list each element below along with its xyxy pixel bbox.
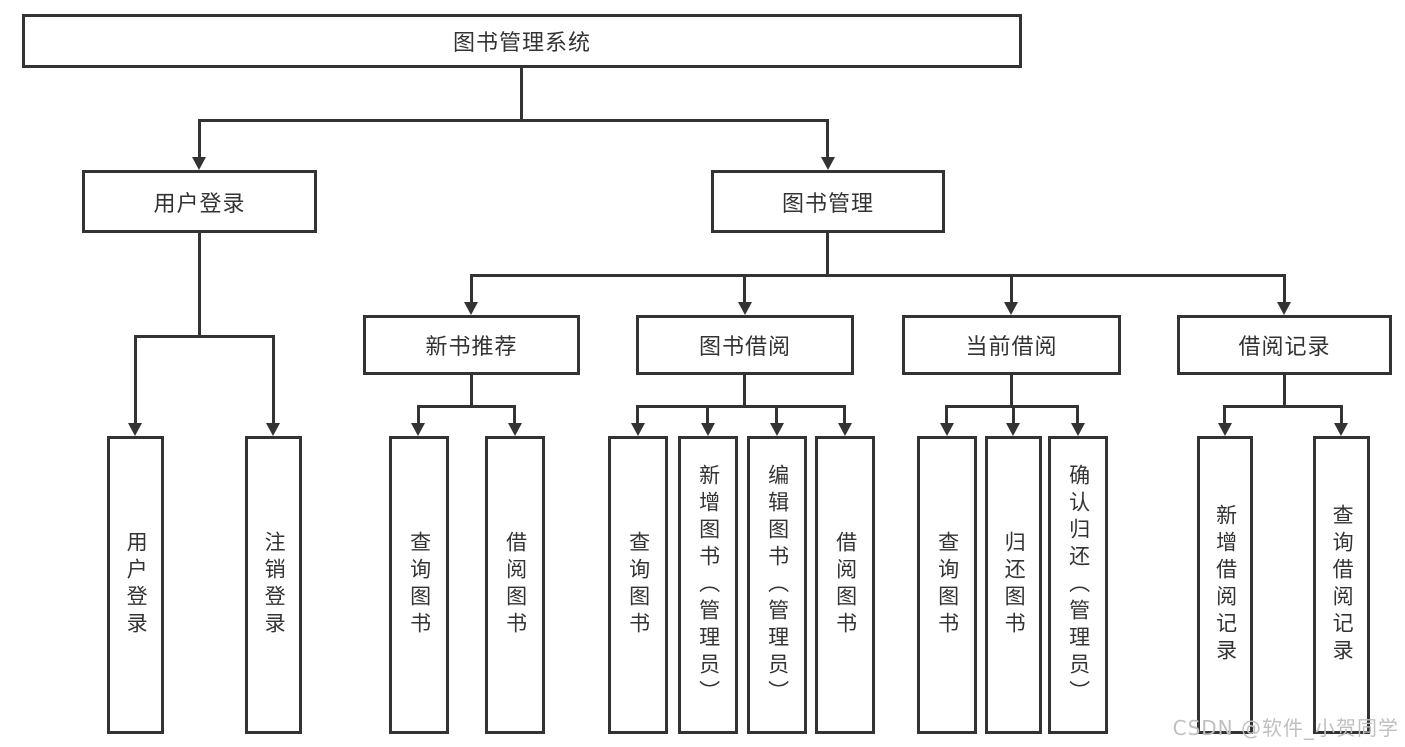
node-leaf-logout: 注销登录 bbox=[245, 436, 302, 734]
node-leaf-recommend-borrow-books: 借阅图书 bbox=[485, 436, 545, 734]
connector-line bbox=[1223, 405, 1226, 423]
connector-line bbox=[1283, 274, 1286, 302]
arrow-down-icon bbox=[1004, 302, 1018, 315]
connector-line bbox=[134, 335, 137, 424]
arrow-down-icon bbox=[128, 423, 142, 436]
arrow-down-icon bbox=[940, 423, 954, 436]
node-leaf-return-books: 归还图书 bbox=[985, 436, 1042, 734]
arrow-down-icon bbox=[1334, 423, 1348, 436]
connector-line bbox=[636, 405, 846, 408]
arrow-down-icon bbox=[508, 423, 522, 436]
node-leaf-user-login: 用户登录 bbox=[107, 436, 164, 734]
connector-line bbox=[826, 233, 829, 274]
connector-line bbox=[743, 274, 746, 302]
arrow-down-icon bbox=[631, 423, 645, 436]
node-new-book-recommend: 新书推荐 bbox=[363, 315, 580, 375]
arrow-down-icon bbox=[266, 423, 280, 436]
connector-line bbox=[520, 68, 523, 119]
connector-line bbox=[272, 335, 275, 424]
arrow-down-icon bbox=[411, 423, 425, 436]
arrow-down-icon bbox=[1006, 423, 1020, 436]
connector-line bbox=[470, 274, 1286, 277]
arrow-down-icon bbox=[821, 157, 835, 170]
csdn-watermark: CSDN @软件_小贺同学 bbox=[1172, 716, 1399, 740]
connector-line bbox=[417, 405, 420, 423]
connector-line bbox=[1340, 405, 1343, 423]
connector-line bbox=[1010, 375, 1013, 405]
arrow-down-icon bbox=[1071, 423, 1085, 436]
connector-line bbox=[198, 233, 201, 335]
node-leaf-borrow-books: 借阅图书 bbox=[815, 436, 875, 734]
arrow-down-icon bbox=[1218, 423, 1232, 436]
arrow-down-icon bbox=[738, 302, 752, 315]
connector-line bbox=[1012, 405, 1015, 423]
connector-line bbox=[198, 119, 201, 157]
connector-line bbox=[826, 119, 829, 157]
node-library-management-system: 图书管理系统 bbox=[22, 14, 1022, 68]
connector-line bbox=[470, 274, 473, 302]
connector-line bbox=[1076, 405, 1079, 423]
arrow-down-icon bbox=[838, 423, 852, 436]
connector-line bbox=[1010, 274, 1013, 302]
connector-line bbox=[198, 119, 829, 122]
node-leaf-query-borrow-record: 查询借阅记录 bbox=[1313, 436, 1370, 734]
connector-line bbox=[1283, 375, 1286, 405]
connector-line bbox=[843, 405, 846, 423]
connector-line bbox=[513, 405, 516, 423]
node-book-borrow: 图书借阅 bbox=[636, 315, 854, 375]
connector-line bbox=[470, 375, 473, 405]
node-leaf-recommend-query-books: 查询图书 bbox=[389, 436, 449, 734]
node-current-borrow: 当前借阅 bbox=[902, 315, 1121, 375]
node-leaf-borrow-query-books: 查询图书 bbox=[608, 436, 668, 734]
node-leaf-current-query-books: 查询图书 bbox=[917, 436, 977, 734]
node-leaf-confirm-return-admin: 确认归还（管理员） bbox=[1048, 436, 1108, 734]
node-leaf-add-borrow-record: 新增借阅记录 bbox=[1197, 436, 1253, 734]
arrow-down-icon bbox=[464, 302, 478, 315]
connector-line bbox=[417, 405, 516, 408]
connector-line bbox=[636, 405, 639, 423]
connector-line bbox=[134, 335, 275, 338]
node-book-management: 图书管理 bbox=[711, 170, 945, 233]
connector-line bbox=[706, 405, 709, 423]
arrow-down-icon bbox=[701, 423, 715, 436]
arrow-down-icon bbox=[1277, 302, 1291, 315]
node-user-login: 用户登录 bbox=[82, 170, 317, 233]
node-leaf-add-books-admin: 新增图书（管理员） bbox=[678, 436, 738, 734]
connector-line bbox=[1223, 405, 1343, 408]
arrow-down-icon bbox=[770, 423, 784, 436]
arrow-down-icon bbox=[192, 157, 206, 170]
node-borrow-records: 借阅记录 bbox=[1177, 315, 1392, 375]
connector-line bbox=[945, 405, 948, 423]
node-leaf-edit-books-admin: 编辑图书（管理员） bbox=[747, 436, 807, 734]
connector-line bbox=[743, 375, 746, 405]
connector-line bbox=[775, 405, 778, 423]
